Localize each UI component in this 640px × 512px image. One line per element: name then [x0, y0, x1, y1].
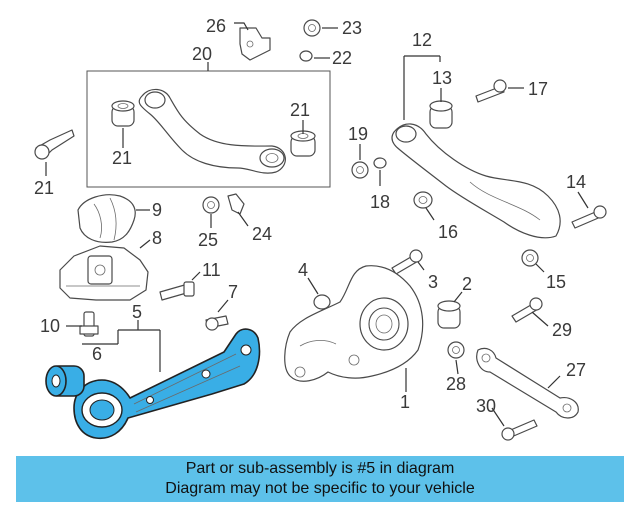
info-banner: Part or sub-assembly is #5 in diagram Di…: [16, 456, 624, 502]
callout-16: 16: [438, 222, 458, 242]
clip-25: [227, 193, 245, 215]
callout-28: 27: [566, 360, 586, 380]
bolt-11: [159, 281, 195, 301]
upper-control-arm: [138, 88, 286, 174]
callout-22: 21: [34, 178, 54, 198]
callout-11: 11: [202, 260, 221, 280]
bolt-14: [571, 205, 607, 229]
callout-17: 17: [528, 79, 548, 99]
bolt-30: [511, 297, 543, 323]
link-28: [476, 347, 579, 419]
bracket-27: [239, 27, 271, 61]
bracket-9: [77, 194, 136, 243]
washer-23: [299, 50, 313, 62]
callout-2: 2: [462, 274, 472, 294]
nut-26: [202, 196, 220, 214]
bushing-2: [437, 300, 461, 329]
bolt-10: [79, 311, 99, 337]
bolt-3: [391, 249, 423, 275]
callout-19: 19: [348, 124, 368, 144]
bushing-6: [45, 365, 85, 397]
callout-24: 23: [342, 18, 362, 38]
callout-31: 30: [476, 396, 496, 416]
banner-line-2: Diagram may not be specific to your vehi…: [165, 480, 475, 497]
callout-4: 4: [298, 260, 308, 280]
callout-21-right: 21: [290, 100, 310, 120]
callout-8: 8: [152, 228, 162, 248]
callout-18: 18: [370, 192, 390, 212]
washer-16: [413, 191, 433, 209]
callout-30: 29: [552, 320, 572, 340]
callout-1: 1: [400, 392, 410, 412]
callout-numbers: 26 23 20 22 12 13 17 21 19 21 21 18 14 9…: [34, 16, 586, 416]
banner-line-1: Part or sub-assembly is #5 in diagram: [185, 460, 455, 477]
callout-14: 14: [566, 172, 586, 192]
callout-25: 24: [252, 224, 272, 244]
callout-20: 20: [192, 44, 212, 64]
bushing-13: [429, 100, 453, 129]
washer-18: [373, 157, 387, 169]
callout-5: 5: [132, 302, 142, 322]
callout-13: 13: [432, 68, 452, 88]
bushing-21-right: [290, 130, 316, 157]
callout-15: 15: [546, 272, 566, 292]
bolt-17: [475, 79, 507, 103]
callout-12: 12: [412, 30, 432, 50]
washer-4: [313, 294, 331, 310]
leader-lines: [45, 22, 589, 427]
callout-10: 10: [40, 316, 60, 336]
lower-control-arm-12: [391, 123, 561, 239]
callout-9: 9: [152, 200, 162, 220]
callout-6: 6: [92, 344, 102, 364]
nut-29: [447, 341, 465, 359]
nut-24: [303, 19, 321, 37]
callout-3: 3: [428, 272, 438, 292]
nut-19: [351, 161, 369, 179]
callout-26: 25: [198, 230, 218, 250]
callout-27: 26: [206, 16, 226, 36]
bolt-22: [34, 129, 75, 160]
callout-29: 28: [446, 374, 466, 394]
nut-15: [521, 249, 539, 267]
bushing-21-left: [111, 100, 135, 127]
bolt-31: [501, 419, 538, 441]
knuckle-1: [284, 265, 424, 382]
callout-7: 7: [228, 282, 238, 302]
callout-21-left: 21: [112, 148, 132, 168]
callout-23: 22: [332, 48, 352, 68]
bolt-7: [205, 315, 229, 331]
